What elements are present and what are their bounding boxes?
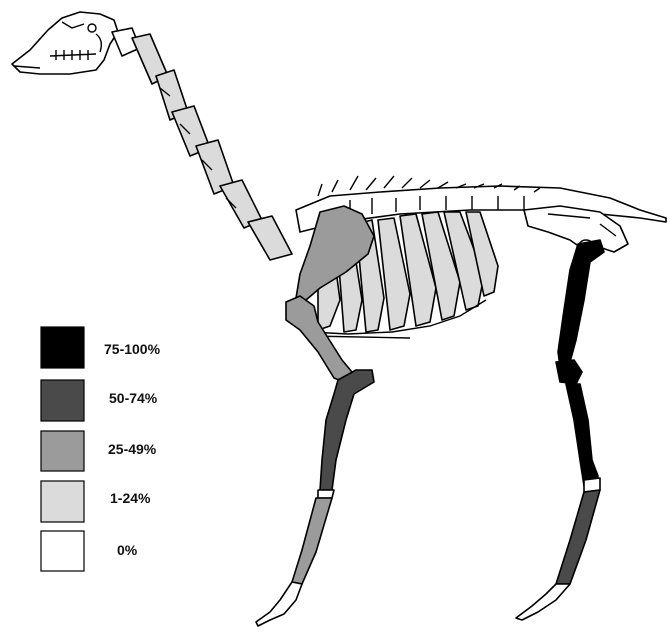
legend-label-75-100: 75-100%	[104, 341, 161, 357]
legend-label-1-24: 1-24%	[110, 490, 151, 506]
metatarsal	[556, 490, 600, 584]
hindlimb	[516, 240, 604, 620]
legend-swatch-1-24	[41, 481, 84, 522]
radius-ulna	[320, 370, 374, 490]
legend-swatch-25-49	[41, 431, 84, 471]
legend-swatch-0	[41, 531, 84, 571]
cervical-vertebrae	[112, 28, 292, 260]
legend-swatch-75-100	[41, 327, 84, 368]
metacarpal	[292, 498, 332, 584]
skull	[12, 12, 118, 74]
legend-swatch-50-74	[41, 380, 84, 421]
legend-label-0: 0%	[117, 542, 138, 558]
tibia	[566, 384, 598, 486]
fore-phalanges	[256, 582, 302, 626]
legend-label-50-74: 50-74%	[109, 390, 158, 406]
femur	[558, 240, 604, 366]
legend-label-25-49: 25-49%	[108, 441, 157, 457]
legend: 75-100% 50-74% 25-49% 1-24% 0%	[41, 327, 161, 571]
forelimb	[256, 296, 374, 626]
hind-phalanges	[516, 584, 570, 620]
